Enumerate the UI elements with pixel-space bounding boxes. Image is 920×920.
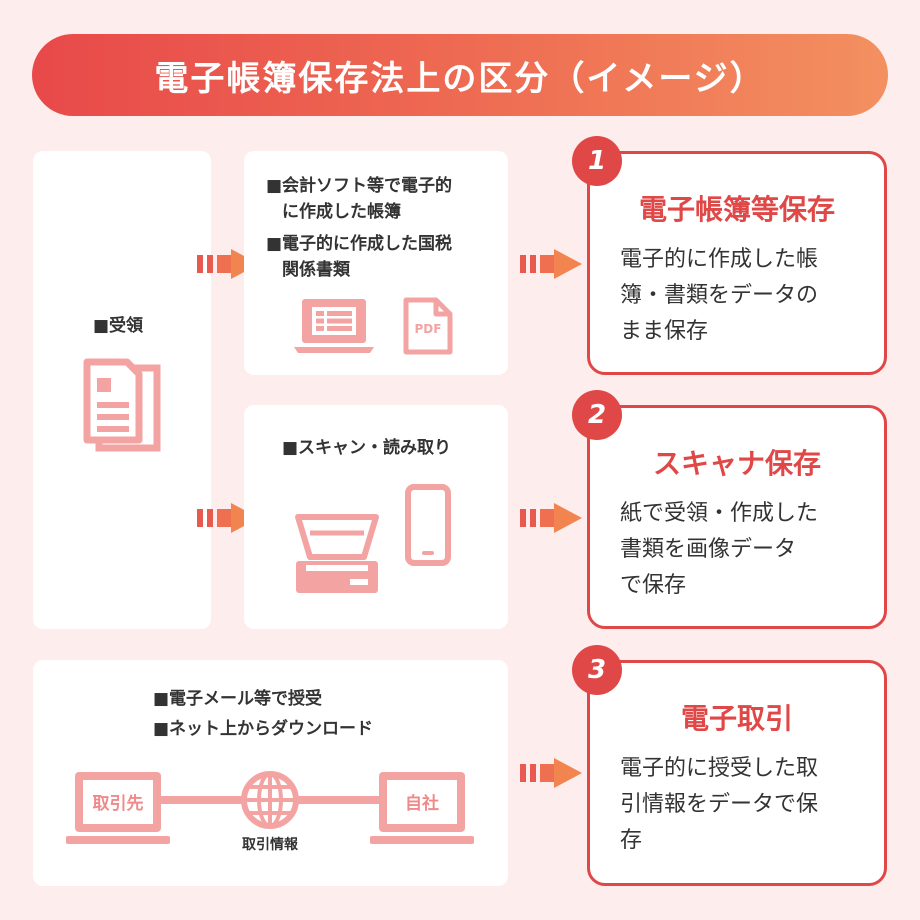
number-badge: 3 xyxy=(572,645,622,695)
result-description: 電子的に授受した取 引情報をデータで保 存 xyxy=(620,756,819,853)
received-panel: ■受領 xyxy=(33,151,211,629)
scan-label: ■スキャン・読み取り xyxy=(282,438,452,458)
transaction-label-2: ■ネット上からダウンロード xyxy=(153,719,374,739)
result-description: 紙で受領・作成した 書類を画像データ で保存 xyxy=(620,501,819,598)
result-title: 電子取引 xyxy=(680,702,793,735)
transaction-label-1: ■電子メール等で授受 xyxy=(153,689,323,709)
result-title: スキャナ保存 xyxy=(652,447,821,480)
result-description: 電子的に作成した帳 簿・書類をデータの まま保存 xyxy=(620,247,819,344)
arrow-icon xyxy=(520,249,582,279)
title-banner: 電子帳簿保存法上の区分（イメージ） xyxy=(32,34,888,116)
number-badge: 1 xyxy=(572,136,622,186)
electronic-label-2: に作成した帳簿 xyxy=(282,202,401,222)
result-box-electronic-books: 電子帳簿等保存 電子的に作成した帳 簿・書類をデータの まま保存 xyxy=(587,151,887,375)
arrow-icon xyxy=(520,758,582,788)
self-laptop: 自社 xyxy=(370,772,474,856)
scan-panel: ■スキャン・読み取り xyxy=(244,405,508,629)
result-box-scanner: スキャナ保存 紙で受領・作成した 書類を画像データ で保存 xyxy=(587,405,887,629)
transaction-panel: ■電子メール等で授受 ■ネット上からダウンロード 取引先 取引情報 自社 xyxy=(33,660,508,886)
partner-label: 取引先 xyxy=(92,794,144,814)
electronic-label-4: 関係書類 xyxy=(282,260,350,280)
page-title: 電子帳簿保存法上の区分（イメージ） xyxy=(154,58,766,99)
scanner-icon xyxy=(295,514,379,593)
info-label: 取引情報 xyxy=(242,837,298,853)
arrow-icon xyxy=(520,503,582,533)
received-label: ■受領 xyxy=(93,316,144,336)
globe-icon xyxy=(241,771,299,829)
pdf-icon: PDF xyxy=(402,296,454,356)
laptop-icon xyxy=(294,299,374,353)
electronic-creation-panel: ■会計ソフト等で電子的 に作成した帳簿 ■電子的に作成した国税 関係書類 PDF xyxy=(244,151,508,375)
electronic-label-3: ■電子的に作成した国税 xyxy=(266,234,453,254)
self-label: 自社 xyxy=(405,794,439,814)
number-badge: 2 xyxy=(572,390,622,440)
pdf-text: PDF xyxy=(414,322,442,336)
result-title: 電子帳簿等保存 xyxy=(638,193,835,226)
result-box-electronic-transaction: 電子取引 電子的に授受した取 引情報をデータで保 存 xyxy=(587,660,887,886)
electronic-label-1: ■会計ソフト等で電子的 xyxy=(266,176,453,196)
documents-icon xyxy=(83,358,161,452)
smartphone-icon xyxy=(405,484,451,566)
partner-laptop: 取引先 xyxy=(66,772,170,856)
